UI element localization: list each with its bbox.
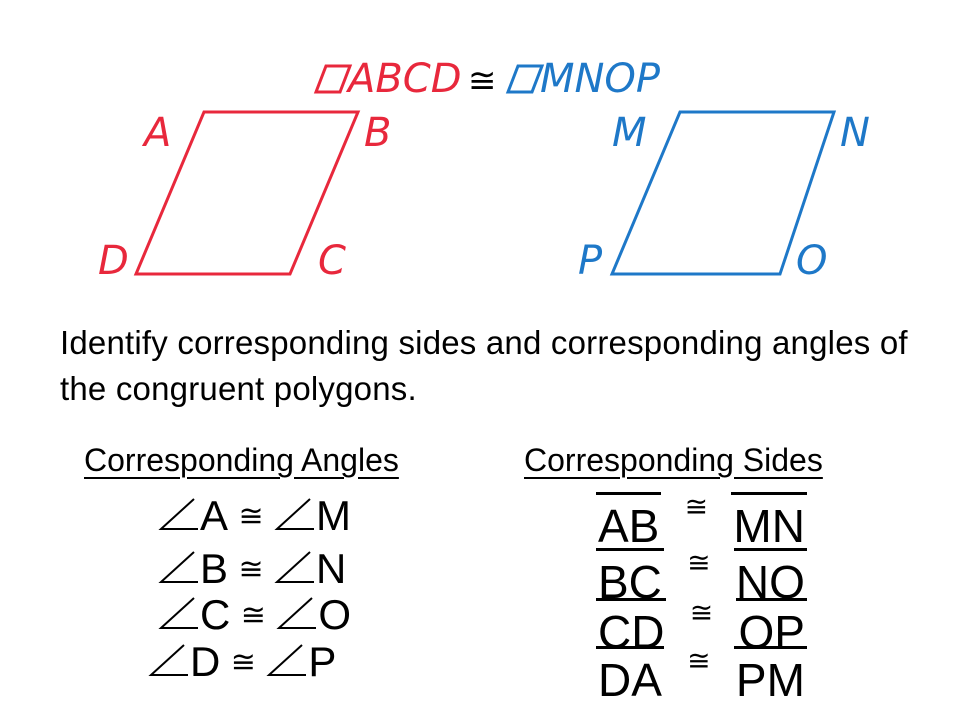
parallelogram-figure: ABCD ≅ MNOP A B C D M N O P [98, 56, 870, 284]
vertex-label-c: C [318, 238, 346, 284]
angles-heading: Corresponding Angles [84, 442, 399, 478]
segment-left: AB [596, 492, 662, 551]
angle-pair-row: C ≅ O [158, 591, 351, 640]
angle-icon [158, 597, 198, 629]
segment-right: MN [731, 492, 807, 551]
angle-icon [158, 498, 198, 530]
segment-right: PM [733, 646, 807, 705]
congruent-symbol: ≅ [230, 646, 256, 679]
angle-right: P [308, 638, 337, 685]
angle-right: M [316, 492, 352, 539]
vertex-label-d: D [98, 238, 129, 284]
angle-right: O [318, 591, 352, 638]
vertex-label-a: A [141, 110, 171, 156]
angle-pair-row: D ≅ P [148, 638, 336, 687]
vertex-label-o: O [796, 238, 827, 284]
side-pair-row: AB ≅ MN [596, 482, 807, 551]
angle-icon [266, 644, 307, 676]
parallelogram-abcd [133, 110, 361, 276]
title-congruent-symbol: ≅ [468, 61, 497, 101]
parallelogram-mnop [609, 110, 837, 276]
congruent-symbol: ≅ [240, 599, 266, 632]
title-right-name: MNOP [540, 56, 661, 102]
congruent-symbol: ≅ [689, 597, 714, 628]
instruction-text: Identify corresponding sides and corresp… [60, 324, 908, 407]
angle-pair-row: A ≅ M [158, 492, 351, 541]
title-left-name: ABCD [345, 56, 462, 102]
parallelogram-symbol-right-icon [505, 64, 545, 94]
congruent-symbol: ≅ [684, 491, 709, 522]
parallelogram-symbol-left-icon [313, 64, 353, 94]
sides-heading: Corresponding Sides [524, 442, 823, 478]
angle-icon [274, 498, 315, 530]
vertex-label-n: N [840, 110, 870, 156]
angle-pair-row: B ≅ N [158, 545, 346, 594]
angle-icon [158, 551, 198, 583]
congruent-symbol: ≅ [238, 500, 264, 533]
figure-title: ABCD ≅ MNOP [313, 56, 661, 102]
side-pair-row: DA ≅ PM [596, 636, 807, 705]
vertex-label-b: B [364, 110, 391, 156]
angle-left: A [200, 492, 229, 539]
congruent-symbol: ≅ [238, 553, 264, 586]
angle-left: B [200, 545, 229, 592]
angle-left: D [190, 638, 221, 685]
angle-icon [276, 597, 317, 629]
segment-left: DA [596, 646, 664, 705]
congruent-symbol: ≅ [687, 645, 711, 676]
angle-left: C [200, 591, 231, 638]
angle-icon [148, 644, 188, 676]
vertex-label-m: M [612, 110, 647, 156]
angle-icon [274, 551, 315, 583]
angle-right: N [316, 545, 347, 592]
congruent-symbol: ≅ [687, 547, 711, 578]
vertex-label-p: P [578, 238, 603, 284]
